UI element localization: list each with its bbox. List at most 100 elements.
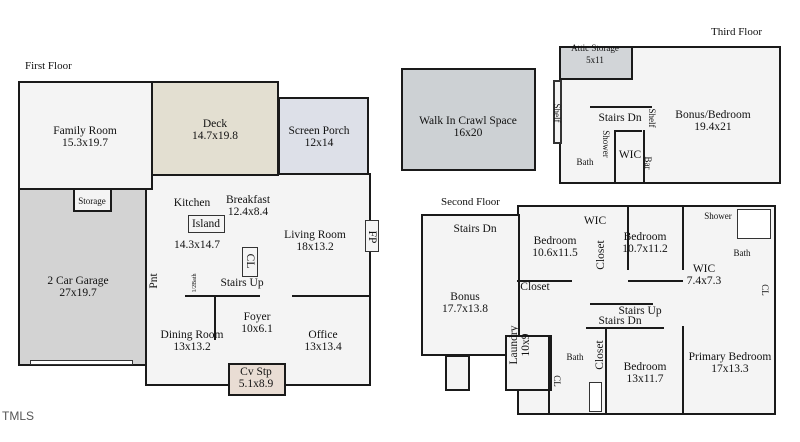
deck <box>151 81 279 176</box>
room-name: Attic Storage <box>571 43 619 53</box>
second-floor-title: Second Floor <box>441 196 500 208</box>
wall <box>643 130 645 184</box>
room-name: WIC <box>692 263 716 275</box>
room-dim: 5x11 <box>586 55 604 65</box>
wall <box>292 295 370 297</box>
stairs-dn-label: Stairs Dn <box>598 315 642 327</box>
wall <box>548 335 550 415</box>
kitchen-dim: 14.3x14.7 <box>174 239 220 251</box>
room-dim: 17.7x13.8 <box>442 303 488 315</box>
wall <box>586 327 664 329</box>
room-dim: 13x13.4 <box>304 341 342 353</box>
island-label: Island <box>191 218 221 230</box>
walk-in-crawl-space <box>401 68 536 171</box>
room-name: Deck <box>202 118 228 130</box>
room-name: Bedroom <box>623 361 667 373</box>
family-room <box>18 81 153 190</box>
kitchen-label: Kitchen <box>173 197 211 209</box>
room-name: Foyer <box>243 311 271 323</box>
room-name: Bonus <box>450 291 480 303</box>
shower-label: Shower <box>704 211 732 221</box>
wall <box>590 303 653 305</box>
room-dim: 5.1x8.9 <box>238 378 274 390</box>
stairs-dn-label: Stairs Dn <box>453 223 497 235</box>
wall <box>628 280 683 282</box>
kitchen-island <box>188 215 225 233</box>
room-name: Bonus/Bedroom <box>675 109 751 121</box>
room-name: Bedroom <box>623 231 667 243</box>
bonus-bay <box>445 355 470 391</box>
room-dim: 13x11.7 <box>626 373 664 385</box>
laundry <box>505 335 552 391</box>
room-dim: 19.4x21 <box>694 121 732 133</box>
closet-label: CL <box>244 253 256 269</box>
room-name: Walk In Crawl Space <box>419 115 517 127</box>
room-dim: 7.4x7.3 <box>686 275 722 287</box>
fireplace <box>365 220 379 252</box>
room-name: Bedroom <box>533 235 577 247</box>
storage <box>73 188 112 212</box>
room-dim: 16x20 <box>453 127 483 139</box>
attic-storage-label: Attic Storage 5x11 <box>571 42 619 66</box>
room-dim: 10x6.1 <box>241 323 273 335</box>
room-dim: 14.7x19.8 <box>192 130 238 142</box>
wall <box>517 280 572 282</box>
wall <box>682 205 684 270</box>
attic-storage <box>559 46 633 80</box>
shower-label: Shower <box>601 130 611 158</box>
tmls-logo: TMLS <box>2 409 35 423</box>
stairs-up-label: Stairs Up <box>220 277 264 289</box>
second-floor-main <box>517 205 776 415</box>
closet-label: Closet <box>520 281 550 293</box>
wall <box>605 327 607 415</box>
wall <box>614 130 642 132</box>
room-name: Breakfast <box>225 194 271 206</box>
room-dim: 17x13.3 <box>711 363 749 375</box>
stairs-dn-label: Stairs Dn <box>598 112 642 124</box>
room-dim: 27x19.7 <box>59 287 97 299</box>
room-name: 2 Car Garage <box>47 275 109 287</box>
bath-label: Bath <box>566 352 584 362</box>
room-dim: 15.3x19.7 <box>61 137 108 149</box>
wic-label: WIC <box>583 215 607 227</box>
first-floor-main-body <box>145 173 371 386</box>
first-floor-title: First Floor <box>25 60 72 72</box>
bathtub <box>589 382 602 412</box>
room-dim: 13x13.2 <box>173 341 211 353</box>
wall <box>627 205 629 270</box>
bath-label: Bath <box>576 157 594 167</box>
wall <box>682 326 684 415</box>
bar-label: Bar <box>643 156 653 170</box>
stairs-up-label: Stairs Up <box>618 305 662 317</box>
bath-label: Bath <box>733 248 751 258</box>
third-floor-title: Third Floor <box>711 26 763 38</box>
wall <box>590 106 652 108</box>
room-dim: 18x13.2 <box>296 241 334 253</box>
shelf <box>553 80 562 144</box>
closet-label: Closet <box>594 340 606 370</box>
fp-label: FP <box>366 230 378 244</box>
room-dim: 12x14 <box>304 137 334 149</box>
room-dim: 10.6x11.5 <box>532 247 578 259</box>
closet-label: CL <box>552 375 562 387</box>
cv-stp <box>228 363 286 396</box>
room-name: Laundry <box>508 325 520 365</box>
shelf-label: Shelf <box>647 108 657 128</box>
room-dim: 10x9 <box>520 333 532 357</box>
room-name: Office <box>308 329 338 341</box>
